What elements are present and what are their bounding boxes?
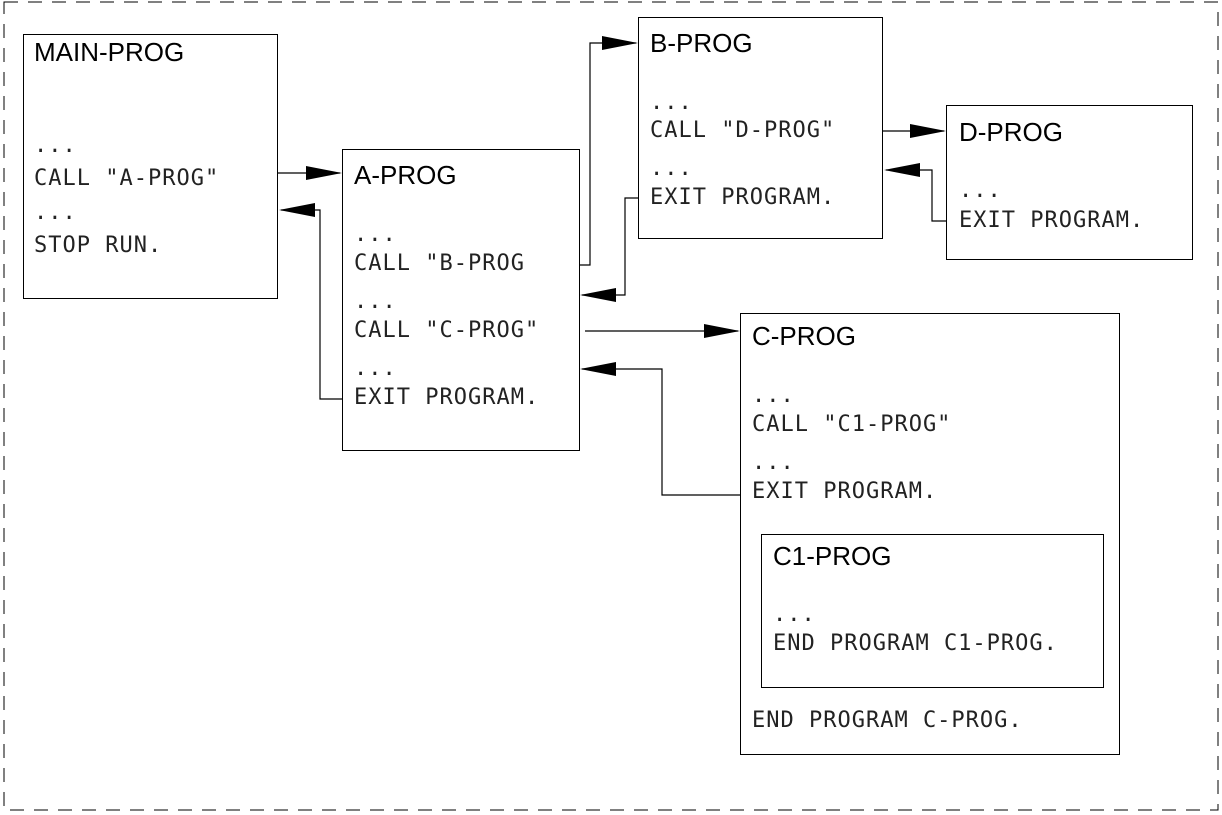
c1-prog-title: C1-PROG: [773, 541, 892, 571]
main-prog-line-1: ...: [34, 133, 77, 158]
c-prog-end-line: END PROGRAM C-PROG.: [752, 708, 1023, 733]
c-prog-line-2: CALL "C1-PROG": [752, 412, 952, 437]
d-prog-box: D-PROG ... EXIT PROGRAM.: [946, 105, 1193, 260]
b-prog-line-1: ...: [650, 90, 693, 115]
b-prog-line-4: EXIT PROGRAM.: [650, 185, 836, 210]
main-prog-line-4: STOP RUN.: [34, 233, 163, 258]
a-prog-line-2: CALL "B-PROG: [354, 251, 525, 276]
a-to-b-call-arrow: [580, 36, 638, 266]
c-prog-line-1: ...: [752, 383, 795, 408]
c-prog-title: C-PROG: [752, 321, 856, 351]
b-prog-line-2: CALL "D-PROG": [650, 118, 836, 143]
d-prog-title: D-PROG: [959, 117, 1063, 147]
main-prog-line-2: CALL "A-PROG": [34, 166, 220, 191]
a-prog-line-6: EXIT PROGRAM.: [354, 385, 540, 410]
main-prog-box: MAIN-PROG ... CALL "A-PROG" ... STOP RUN…: [23, 34, 278, 299]
c-prog-line-3: ...: [752, 450, 795, 475]
a-to-main-return-arrow: [279, 203, 342, 400]
b-to-a-return-arrow: [580, 197, 638, 302]
a-prog-title: A-PROG: [354, 160, 457, 190]
c1-prog-line-2: END PROGRAM C1-PROG.: [773, 631, 1058, 656]
a-prog-line-1: ...: [354, 222, 397, 247]
c1-prog-line-1: ...: [773, 602, 816, 627]
d-prog-line-1: ...: [959, 178, 1002, 203]
a-prog-line-5: ...: [354, 356, 397, 381]
a-prog-line-4: CALL "C-PROG": [354, 318, 540, 343]
b-prog-box: B-PROG ... CALL "D-PROG" ... EXIT PROGRA…: [638, 17, 883, 239]
a-prog-line-3: ...: [354, 289, 397, 314]
d-to-b-return-arrow: [884, 163, 946, 222]
c1-prog-box: C1-PROG ... END PROGRAM C1-PROG.: [761, 534, 1104, 688]
main-prog-title: MAIN-PROG: [34, 37, 185, 67]
a-prog-box: A-PROG ... CALL "B-PROG ... CALL "C-PROG…: [342, 149, 580, 451]
c-to-a-return-arrow: [580, 362, 740, 496]
c-prog-line-4: EXIT PROGRAM.: [752, 479, 938, 504]
main-prog-line-3: ...: [34, 200, 77, 225]
b-prog-line-3: ...: [650, 156, 693, 181]
d-prog-line-2: EXIT PROGRAM.: [959, 208, 1145, 233]
b-prog-title: B-PROG: [650, 28, 753, 58]
